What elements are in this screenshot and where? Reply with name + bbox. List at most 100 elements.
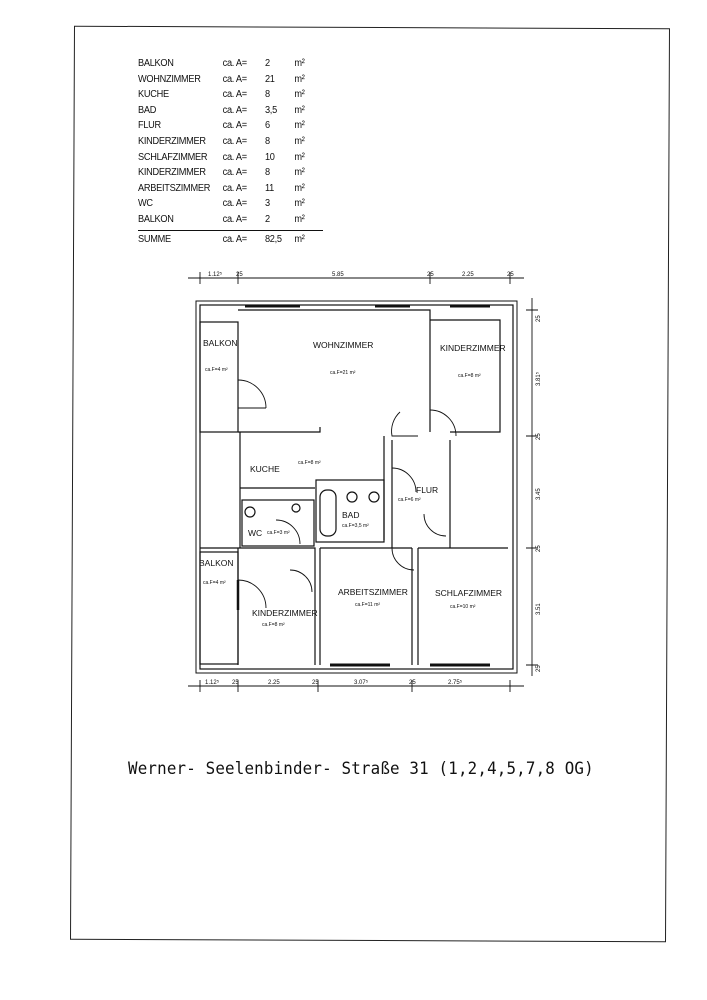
bathtub — [319, 489, 337, 537]
kinderzimmer-bottom-doors — [237, 569, 313, 609]
room-label-balkon-top: BALKON — [203, 338, 238, 348]
dim-bottom-6: 25 — [409, 680, 416, 686]
room-area-schlafzimmer: ca.F=10 m² — [450, 604, 476, 610]
area-prefix: ca. A= — [222, 104, 247, 116]
area-value: 10 — [264, 151, 275, 163]
area-value: 6 — [264, 120, 270, 132]
dim-right-6: 3.51 — [536, 603, 542, 615]
dim-bottom-7: 2.75⁵ — [448, 679, 463, 686]
area-name: BAD — [138, 104, 157, 116]
area-value: 2 — [264, 213, 270, 225]
area-name: ARBEITSZIMMER — [138, 182, 211, 194]
outer-wall — [199, 304, 514, 670]
area-value: 8 — [264, 89, 270, 101]
dim-right-1: 25 — [536, 315, 542, 322]
dim-top-1: 1.12⁵ — [208, 271, 223, 278]
area-value: 11 — [264, 182, 274, 194]
balkon-top-outline — [199, 321, 239, 433]
address-caption: Werner- Seelenbinder- Straße 31 (1,2,4,5… — [128, 759, 594, 779]
area-sum-value: 82,5 — [264, 234, 282, 245]
dim-right-5: 25 — [536, 545, 542, 552]
dim-right-3: 25 — [536, 433, 542, 440]
balkon-top-door — [237, 379, 267, 409]
area-name: WOHNZIMMER — [138, 73, 201, 85]
balkon-bottom-outline — [199, 551, 239, 665]
area-unit: m² — [294, 213, 305, 225]
room-label-balkon-bottom: BALKON — [199, 558, 234, 568]
area-prefix: ca. A= — [222, 198, 247, 210]
wc-sink — [291, 503, 301, 513]
area-name: KUCHE — [138, 89, 169, 101]
room-label-wohnzimmer: WOHNZIMMER — [313, 340, 373, 350]
window-marks — [245, 304, 490, 667]
area-unit: m² — [294, 167, 305, 179]
dim-top-5: 2.25 — [462, 272, 474, 278]
dim-bottom-3: 2.25 — [268, 680, 280, 686]
room-label-arbeitszimmer: ARBEITSZIMMER — [338, 587, 408, 597]
area-value: 8 — [264, 135, 270, 147]
area-sum-prefix: ca. A= — [222, 234, 247, 245]
area-row: FLUR ca. A= 6 m² — [138, 118, 313, 134]
bad-outline — [315, 479, 385, 543]
wohnzimmer-bottom-wall — [238, 427, 321, 433]
room-area-flur: ca.F=6 m² — [398, 497, 421, 503]
dim-right-7: 25 — [536, 665, 542, 672]
area-name: FLUR — [138, 120, 161, 132]
room-area-kinderzimmer-bottom: ca.F=8 m² — [262, 622, 285, 628]
area-value: 2 — [264, 58, 270, 69]
wc-toilet — [244, 506, 256, 518]
wohnzimmer-walls — [238, 309, 431, 432]
area-name: SCHLAFZIMMER — [138, 151, 208, 163]
dimension-ticks — [199, 272, 538, 692]
area-prefix: ca. A= — [222, 120, 247, 132]
dim-bottom-4: 25 — [312, 680, 319, 686]
room-label-kinderzimmer-top: KINDERZIMMER — [440, 343, 506, 353]
dim-right-4: 3.45 — [536, 488, 542, 500]
dim-top-3: 5.85 — [332, 272, 344, 278]
bad-sink — [346, 491, 358, 503]
room-area-balkon-bottom: ca.F=4 m² — [203, 580, 226, 586]
room-label-kuche: KUCHE — [250, 464, 280, 474]
area-unit: m² — [294, 104, 305, 116]
room-label-flur: FLUR — [416, 485, 438, 495]
area-name: KINDERZIMMER — [138, 135, 206, 147]
room-area-wc: ca.F=3 m² — [267, 530, 290, 536]
area-unit: m² — [294, 135, 305, 147]
area-unit: m² — [294, 120, 305, 132]
area-unit: m² — [294, 151, 305, 163]
area-unit: m² — [294, 89, 305, 101]
dim-right-2: 3.81⁵ — [535, 371, 542, 386]
room-label-schlafzimmer: SCHLAFZIMMER — [435, 588, 502, 598]
area-name: BALKON — [138, 58, 174, 69]
area-value: 8 — [264, 167, 270, 179]
area-prefix: ca. A= — [222, 73, 247, 85]
room-label-kinderzimmer-bottom: KINDERZIMMER — [252, 608, 318, 618]
dim-top-4: 25 — [427, 272, 434, 278]
bad-toilet — [368, 491, 380, 503]
room-area-kuche: ca.F=8 m² — [298, 460, 321, 466]
area-value: 3 — [264, 198, 270, 210]
area-prefix: ca. A= — [222, 135, 247, 147]
area-name: BALKON — [138, 213, 174, 225]
area-name: KINDERZIMMER — [138, 167, 206, 179]
area-row: KINDERZIMMER ca. A= 8 m² — [138, 134, 313, 150]
area-unit: m² — [294, 182, 305, 194]
kinderzimmer-top-walls — [430, 319, 501, 433]
area-prefix: ca. A= — [222, 58, 247, 69]
area-sum-name: SUMME — [138, 234, 171, 245]
wc-door — [275, 519, 301, 545]
area-name: WC — [138, 198, 153, 210]
wohnzimmer-door — [391, 411, 418, 437]
room-area-wohnzimmer: ca.F=21 m² — [330, 370, 356, 376]
